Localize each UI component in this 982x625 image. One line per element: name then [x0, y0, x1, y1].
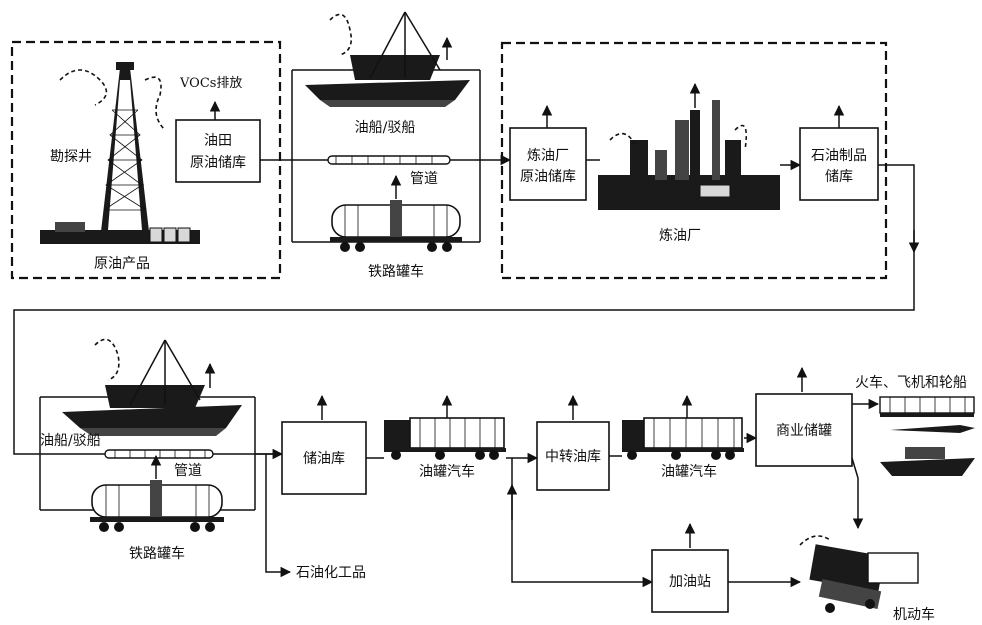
transfer-depot-box [536, 421, 610, 491]
gas-station-box [651, 549, 729, 613]
rail-tanker-icon-bottom [90, 480, 224, 532]
gas-station-label: 加油站 [669, 574, 711, 590]
tank-truck-icon-2 [622, 417, 744, 460]
tanker-ship-icon-bottom [62, 338, 242, 436]
rail-tanker-icon-top [330, 200, 462, 252]
vocs-emission-label: VOCs排放 [179, 76, 242, 91]
exploration-well-label: 勘探井 [50, 149, 92, 165]
pipeline-icon-bottom [104, 449, 214, 459]
refinery-label: 炼油厂 [659, 228, 701, 244]
refinery-storage-label-line1: 炼油厂 [527, 148, 569, 164]
rail-tanker-bottom-label: 铁路罐车 [129, 545, 185, 562]
commercial-tank-label: 商业储罐 [776, 423, 832, 439]
pipeline-icon-top [327, 155, 451, 165]
arrow-to-petrochemical [265, 454, 292, 578]
tank-truck-icon-1 [384, 417, 506, 460]
refinery-storage-label-line2: 原油储库 [520, 169, 576, 185]
oil-depot-label: 储油库 [303, 451, 345, 467]
airplane-icon [890, 425, 975, 433]
tank-truck-1-label: 油罐汽车 [419, 463, 475, 480]
petroleum-product-storage-box [799, 127, 879, 201]
motor-vehicles-icon [799, 535, 919, 613]
oilfield-storage-label-line1: 油田 [204, 133, 232, 149]
commercial-tank-box [755, 393, 853, 467]
ship-icon [880, 447, 975, 476]
arrow-to-motor-vehicles [851, 457, 864, 530]
oilfield-crude-storage-box [175, 119, 261, 183]
train-icon [879, 396, 975, 417]
product-storage-label-line2: 储库 [825, 169, 853, 185]
oilfield-storage-label-line2: 原油储库 [190, 155, 246, 171]
refinery-crude-storage-box [509, 127, 587, 201]
product-storage-label-line1: 石油制品 [811, 148, 867, 164]
refinery-plant-icon [598, 100, 780, 210]
tank-truck-2-label: 油罐汽车 [661, 463, 717, 480]
pipeline-bottom-label: 管道 [174, 463, 202, 479]
tanker-ship-icon-top [305, 11, 470, 107]
tanker-barge-top-label: 油船/驳船 [355, 120, 416, 136]
pipeline-top-label: 管道 [410, 171, 438, 187]
connector-top-to-bottom-row [13, 164, 915, 455]
petrochemical-products-label: 石油化工品 [296, 565, 366, 581]
crude-product-label: 原油产品 [94, 256, 150, 272]
rail-tanker-top-label: 铁路罐车 [368, 263, 424, 280]
train-plane-ship-label: 火车、飞机和轮船 [855, 374, 967, 391]
drilling-rig-icon [40, 62, 200, 244]
motor-vehicles-label: 机动车 [893, 606, 935, 623]
transfer-depot-label: 中转油库 [545, 449, 601, 465]
tanker-barge-bottom-label: 油船/驳船 [40, 433, 101, 449]
